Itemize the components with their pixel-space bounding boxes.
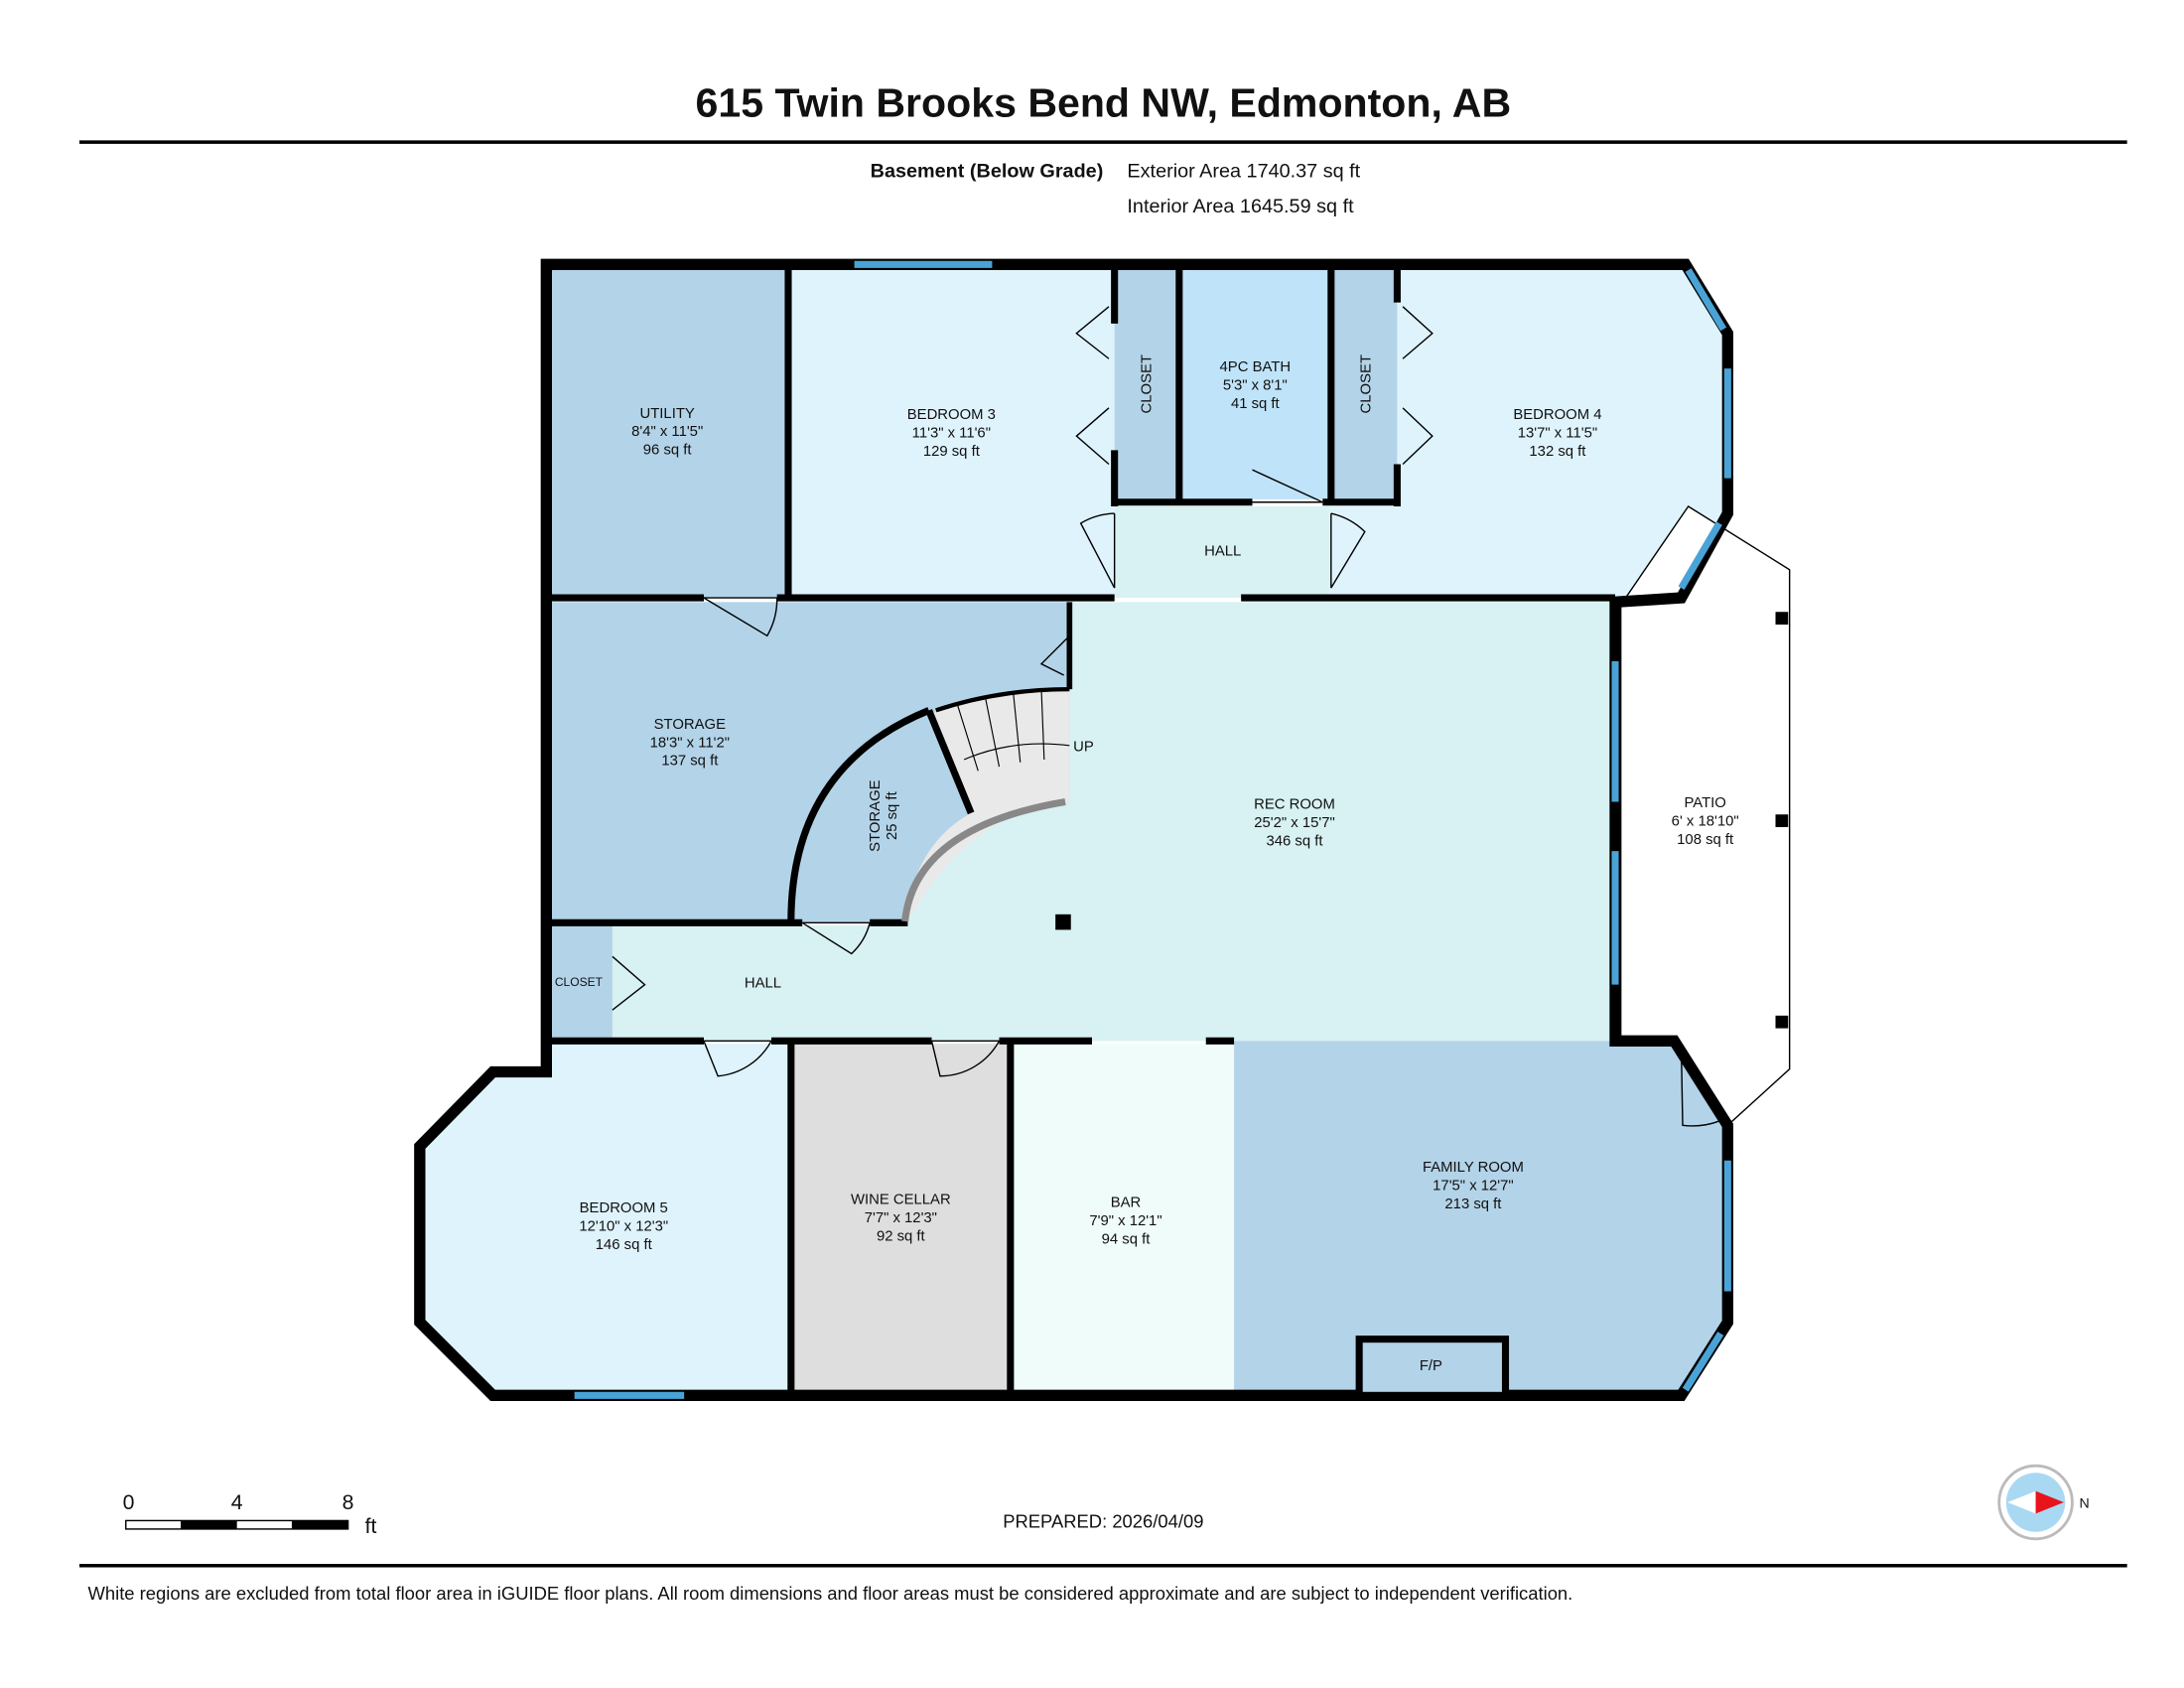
utility-dims: 8'4" x 11'5" (631, 424, 703, 440)
wine-cellar-area: 92 sq ft (877, 1229, 926, 1245)
bedroom3-name: BEDROOM 3 (907, 407, 996, 423)
storage-small-name: STORAGE (868, 779, 884, 851)
family-room-name: FAMILY ROOM (1423, 1160, 1524, 1176)
bar-area: 94 sq ft (1102, 1231, 1152, 1247)
room-labels: UTILITY 8'4" x 11'5" 96 sq ft BEDROOM 3 … (555, 354, 1739, 1374)
bedroom5-area: 146 sq ft (596, 1237, 653, 1253)
bedroom3-dims: 11'3" x 11'6" (912, 426, 991, 442)
walls (414, 258, 1789, 1401)
closet-b-name: CLOSET (1359, 354, 1375, 413)
interior-area: Interior Area 1645.59 sq ft (1127, 196, 1354, 217)
scale-tick-0: 0 (123, 1490, 135, 1514)
rec-room-name: REC ROOM (1254, 797, 1335, 813)
scale-bar: 0 4 8 ft (123, 1490, 377, 1538)
exterior-area: Exterior Area 1740.37 sq ft (1127, 161, 1360, 183)
storage-area: 137 sq ft (661, 754, 719, 770)
footer-disclaimer: White regions are excluded from total fl… (87, 1583, 1572, 1604)
fireplace-label: F/P (1420, 1358, 1442, 1374)
wine-cellar-name: WINE CELLAR (851, 1193, 951, 1208)
windows (574, 260, 1731, 1399)
rec-room-dims: 25'2" x 15'7" (1254, 815, 1335, 831)
room-utility[interactable] (546, 264, 788, 599)
room-closet-c[interactable] (546, 925, 613, 1042)
hall-top-name: HALL (1204, 544, 1241, 560)
doors (612, 306, 1720, 1127)
storage-small-area: 25 sq ft (885, 790, 900, 840)
closet-a-name: CLOSET (1140, 354, 1156, 413)
room-rec-room[interactable] (612, 602, 1615, 1042)
stairs-up-label: UP (1073, 740, 1094, 756)
room-wine-cellar[interactable] (792, 1044, 1011, 1396)
prepared-date: PREPARED: 2026/04/09 (1003, 1511, 1203, 1532)
level-name: Basement (Below Grade) (871, 161, 1104, 183)
bedroom3-area: 129 sq ft (923, 444, 981, 460)
scale-tick-4: 4 (231, 1490, 243, 1514)
bar-dims: 7'9" x 12'1" (1089, 1213, 1161, 1229)
bedroom4-name: BEDROOM 4 (1513, 407, 1601, 423)
column (1055, 914, 1071, 930)
page-title: 615 Twin Brooks Bend NW, Edmonton, AB (696, 80, 1512, 126)
bar-name: BAR (1111, 1196, 1142, 1211)
room-fills (419, 264, 1791, 1396)
room-bedroom-3[interactable] (788, 264, 1115, 599)
room-bar[interactable] (1013, 1044, 1235, 1396)
closet-c-name: CLOSET (555, 975, 604, 989)
room-storage-small[interactable] (788, 710, 972, 921)
utility-area: 96 sq ft (643, 443, 693, 459)
bath-dims: 5'3" x 8'1" (1223, 377, 1288, 393)
family-room-dims: 17'5" x 12'7" (1433, 1179, 1514, 1195)
room-closet-b[interactable] (1333, 270, 1398, 499)
storage-name: STORAGE (654, 717, 726, 733)
scale-unit: ft (365, 1514, 377, 1538)
fireplace (1355, 1336, 1510, 1399)
bedroom5-name: BEDROOM 5 (580, 1200, 668, 1216)
room-bath[interactable] (1178, 270, 1331, 499)
compass-icon: N (1997, 1464, 2090, 1541)
bath-area: 41 sq ft (1231, 396, 1281, 412)
storage-dims: 18'3" x 11'2" (650, 735, 730, 751)
patio-dims: 6' x 18'10" (1672, 814, 1739, 830)
utility-name: UTILITY (640, 406, 695, 422)
compass-north-label: N (2080, 1496, 2090, 1512)
room-bedroom-4[interactable] (1329, 264, 1728, 599)
patio-name: PATIO (1684, 795, 1725, 811)
stair-treads (956, 689, 1070, 772)
room-family-room[interactable] (1234, 1041, 1728, 1396)
room-closet-a[interactable] (1114, 270, 1176, 499)
wine-cellar-dims: 7'7" x 12'3" (865, 1210, 937, 1226)
rec-room-area: 346 sq ft (1267, 833, 1324, 849)
bath-name: 4PC BATH (1220, 359, 1292, 375)
hall-left-name: HALL (745, 976, 781, 992)
room-bedroom-5[interactable] (419, 1044, 788, 1396)
family-room-area: 213 sq ft (1444, 1196, 1502, 1212)
bedroom4-area: 132 sq ft (1529, 444, 1586, 460)
bedroom5-dims: 12'10" x 12'3" (579, 1219, 668, 1235)
scale-tick-8: 8 (342, 1490, 354, 1514)
room-hall-top[interactable] (1114, 506, 1330, 599)
patio-area: 108 sq ft (1677, 832, 1734, 848)
bedroom4-dims: 13'7" x 11'5" (1518, 426, 1597, 442)
